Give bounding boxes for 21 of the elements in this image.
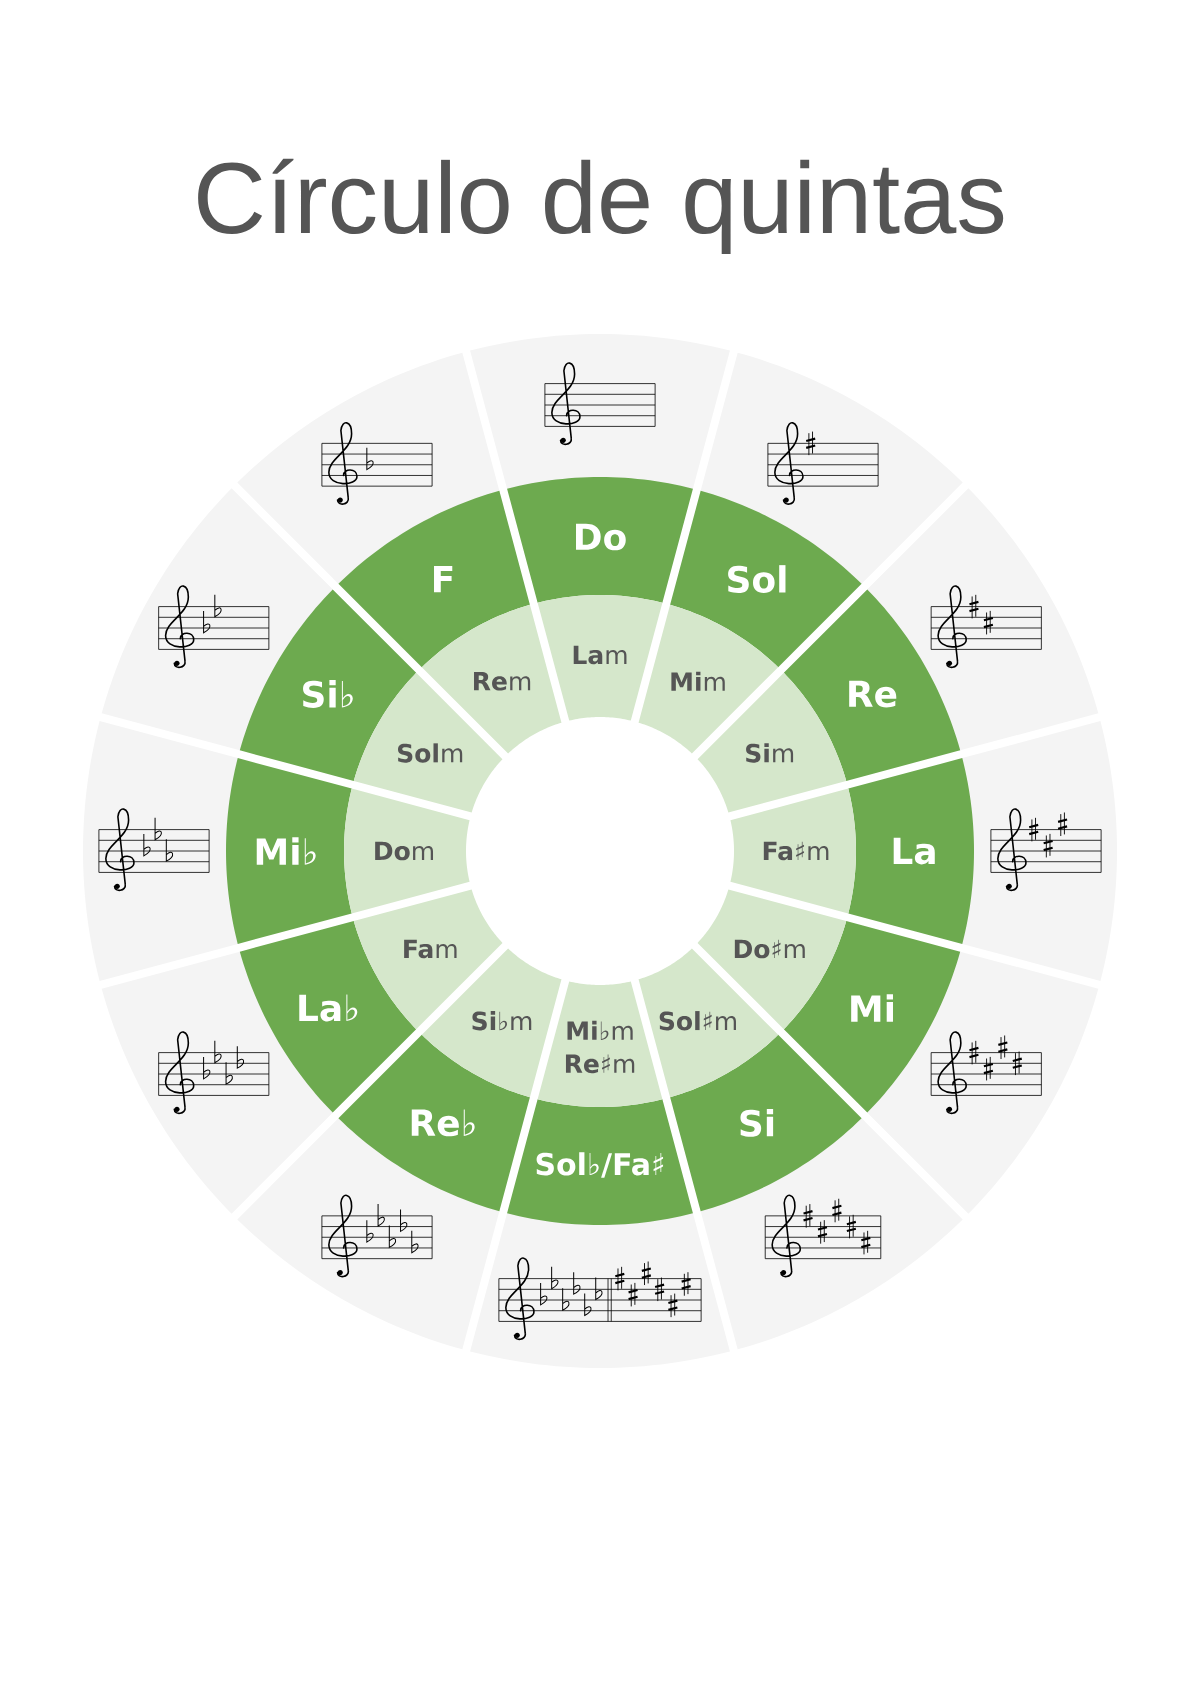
node-label: Fa♯m — [763, 841, 829, 861]
node-label: Lam — [573, 645, 627, 665]
node-label: Sol♭/Fa♯ — [536, 1152, 664, 1178]
ring-sector: Lam — [537, 595, 663, 721]
ring-sector: F — [338, 490, 530, 668]
ring-sector: La — [848, 758, 974, 944]
ring-sector: Mi♭ — [226, 758, 352, 944]
ring-sector: Do — [507, 477, 693, 603]
node-label: La — [893, 837, 935, 865]
ring-sector: Sol♭/Fa♯ — [507, 1099, 693, 1225]
node-label: Dom — [375, 841, 434, 861]
ring-sector: Sol — [670, 490, 862, 668]
node-label: Do — [576, 523, 626, 551]
title: Círculo de quintas — [198, 158, 1004, 254]
ring-sector: Si — [670, 1034, 862, 1212]
node-label: Mi♭ — [256, 837, 316, 865]
ring-sector: Dom — [344, 788, 470, 914]
node-label: Mi♭m — [567, 1020, 633, 1040]
ring-sector: Re♭ — [338, 1034, 530, 1212]
node-label: Re♯m — [565, 1054, 635, 1074]
ring-sector: Fa♯m — [730, 788, 856, 914]
